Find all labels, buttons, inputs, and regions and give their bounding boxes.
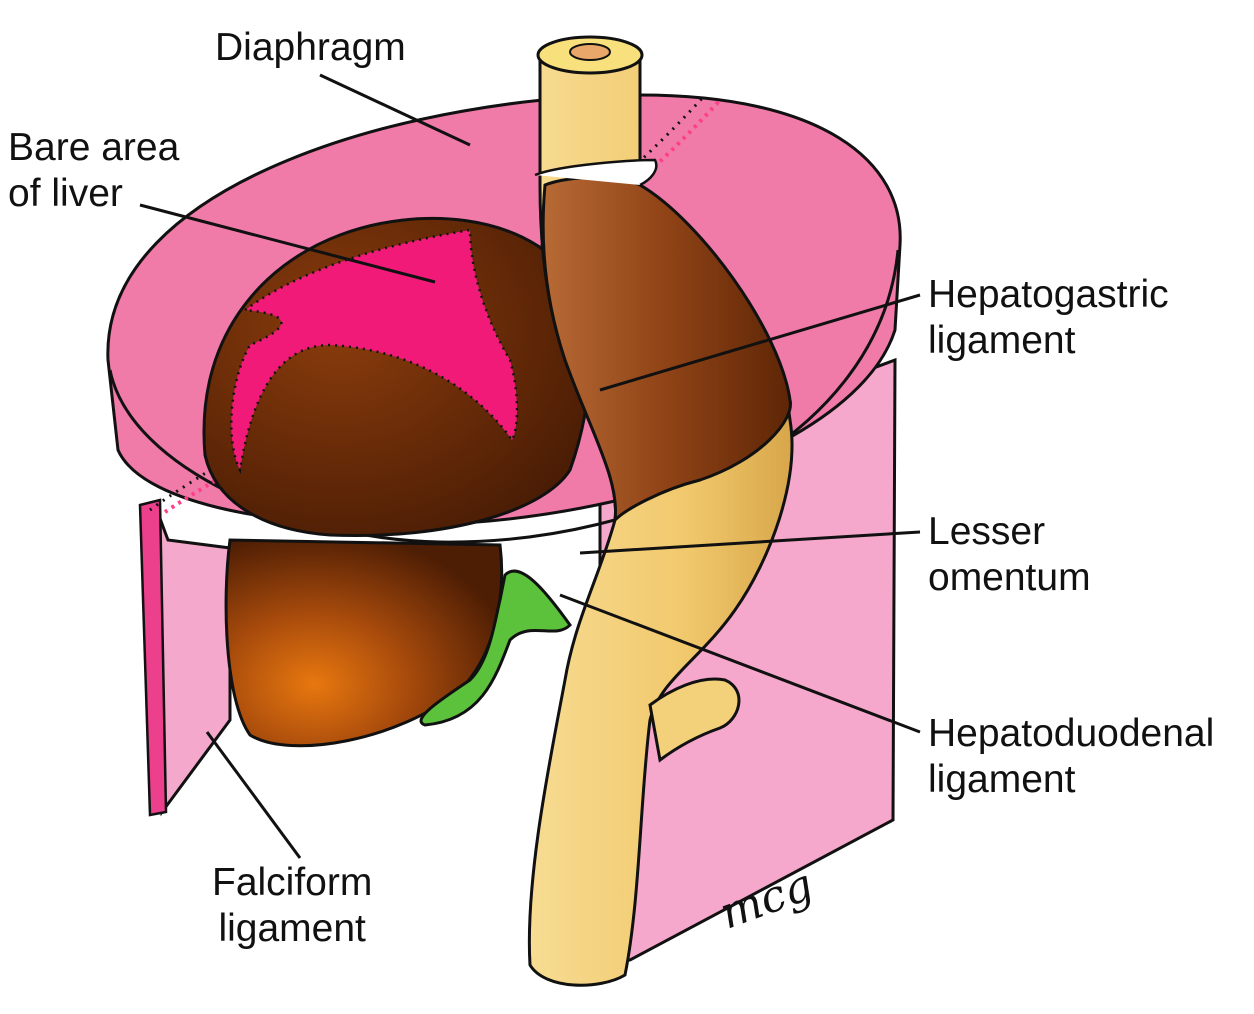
label-hepatogastric: Hepatogastric ligament [928, 272, 1169, 364]
label-diaphragm: Diaphragm [215, 25, 406, 71]
label-lesser-omentum-line1: Lesser [928, 509, 1091, 555]
label-lesser-omentum-line2: omentum [928, 555, 1091, 601]
label-bare-area: Bare area of liver [8, 125, 179, 217]
label-hepatoduodenal: Hepatoduodenal ligament [928, 711, 1214, 803]
label-hepatoduodenal-line1: Hepatoduodenal [928, 711, 1214, 757]
falciform-ligament-strip [140, 500, 166, 815]
leader-falciform [207, 732, 300, 858]
label-lesser-omentum: Lesser omentum [928, 509, 1091, 601]
label-falciform-line1: Falciform [212, 860, 372, 906]
label-falciform: Falciform ligament [212, 860, 372, 952]
label-hepatogastric-line2: ligament [928, 318, 1169, 364]
label-bare-area-line1: Bare area [8, 125, 179, 171]
label-hepatogastric-line1: Hepatogastric [928, 272, 1169, 318]
label-hepatoduodenal-line2: ligament [928, 757, 1214, 803]
label-falciform-line2: ligament [212, 906, 372, 952]
esophagus-lumen [570, 44, 610, 60]
label-bare-area-line2: of liver [8, 171, 179, 217]
